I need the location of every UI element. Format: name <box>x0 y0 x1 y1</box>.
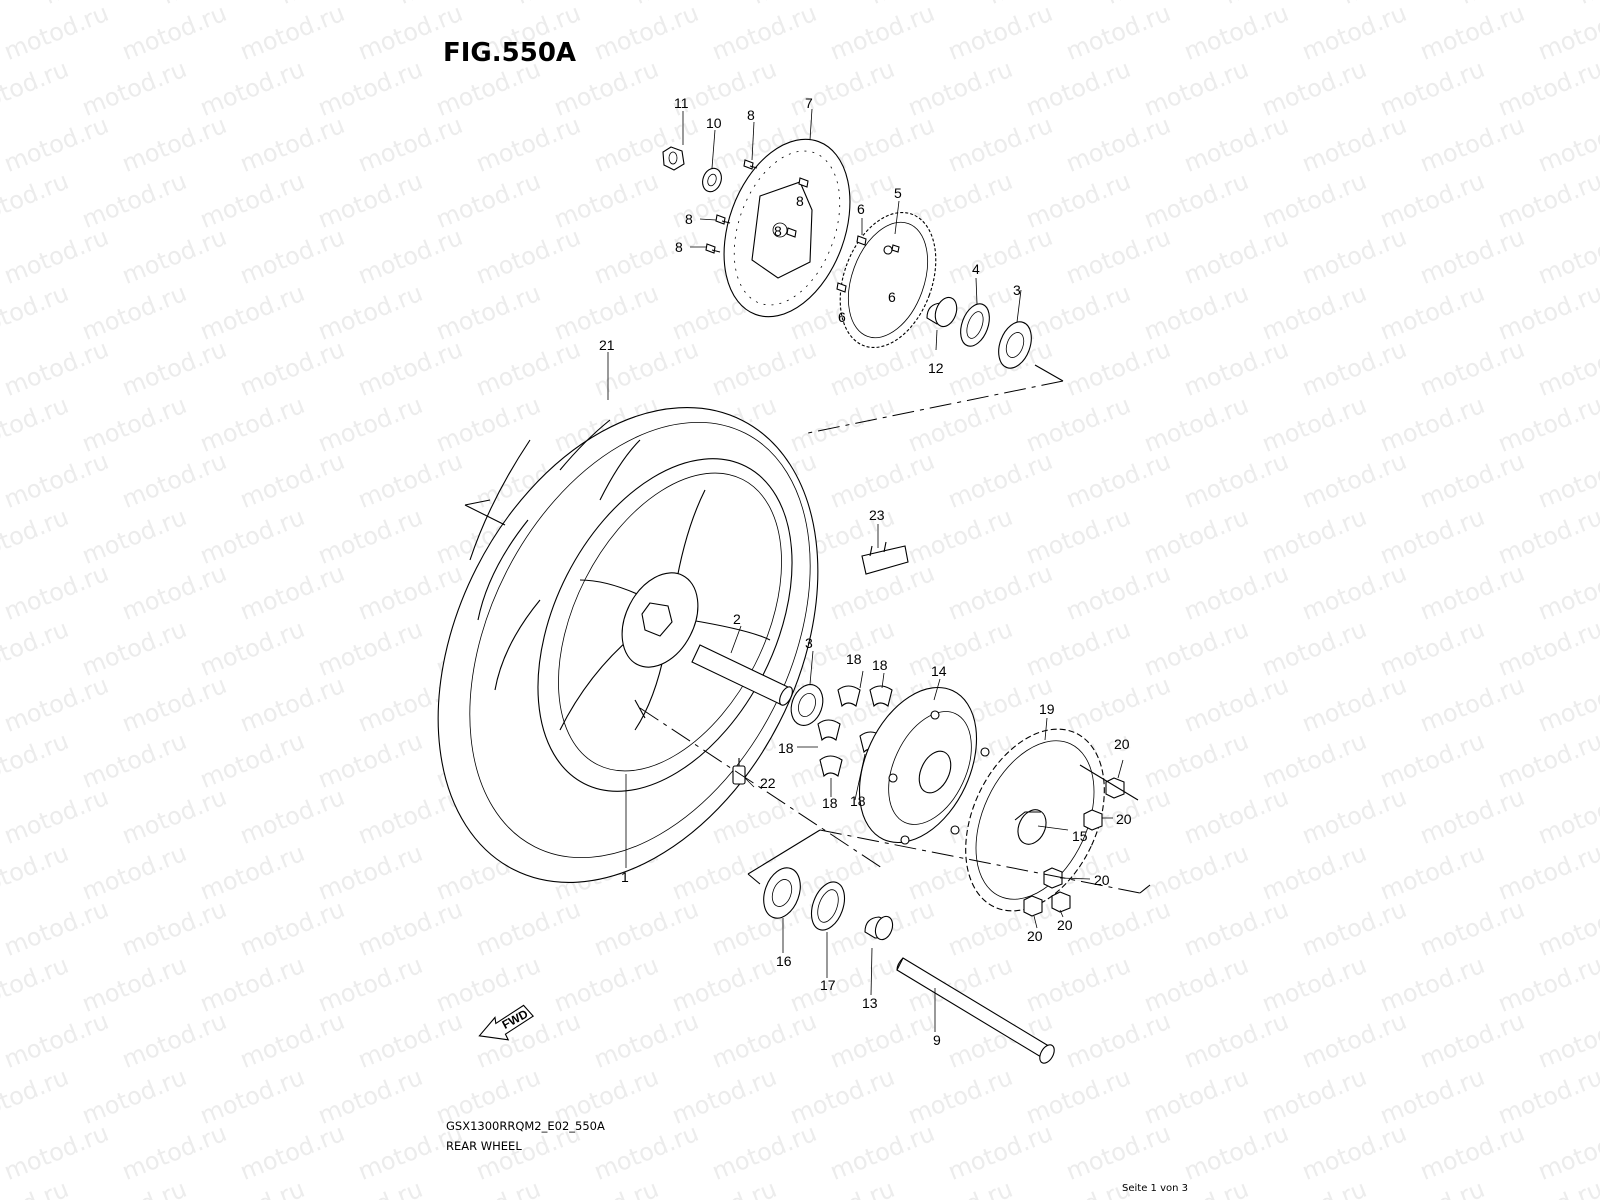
sensor-rotor <box>839 211 937 349</box>
wheel-bearing-lower <box>790 684 824 726</box>
model-code: GSX1300RRQM2_E02_550A <box>446 1119 605 1133</box>
fwd-direction-marker: FWD <box>478 1004 535 1041</box>
callout-18-a: 18 <box>846 651 862 667</box>
callout-8-d: 8 <box>774 223 782 239</box>
callout-6-a: 6 <box>857 201 865 217</box>
callout-19: 19 <box>1039 701 1055 717</box>
callout-13: 13 <box>862 995 878 1011</box>
callout-9: 9 <box>933 1032 941 1048</box>
callout-20-c: 20 <box>1094 872 1110 888</box>
callout-3-lower: 3 <box>805 635 813 651</box>
disc-bolts <box>705 159 809 254</box>
callout-5: 5 <box>894 185 902 201</box>
wheel-bearing-left <box>763 867 801 919</box>
axle-nut <box>662 146 685 171</box>
callout-20-b: 20 <box>1116 811 1132 827</box>
oil-seal-left <box>810 881 846 931</box>
callout-22: 22 <box>760 775 776 791</box>
callout-18-b: 18 <box>872 657 888 673</box>
washer <box>702 167 722 193</box>
callout-8-b: 8 <box>796 193 804 209</box>
brake-disc <box>723 138 851 318</box>
callout-15: 15 <box>1072 828 1088 844</box>
figure-title: FIG.550A <box>443 38 577 68</box>
callout-leaders <box>607 108 1124 1032</box>
callout-10: 10 <box>706 115 722 131</box>
callout-16: 16 <box>776 953 792 969</box>
collar <box>926 296 958 328</box>
callout-2: 2 <box>733 611 741 627</box>
callout-3-upper: 3 <box>1013 282 1021 298</box>
callout-4: 4 <box>972 261 980 277</box>
callout-8-c: 8 <box>685 211 693 227</box>
callout-18-c: 18 <box>778 740 794 756</box>
callout-8-a: 8 <box>747 107 755 123</box>
rear-wheel-rim <box>537 458 793 792</box>
oil-seal-right <box>960 303 990 347</box>
callout-18-e: 18 <box>850 793 866 809</box>
sprocket-carrier <box>858 686 990 845</box>
callout-23: 23 <box>869 507 885 523</box>
callout-6-b: 6 <box>888 289 896 305</box>
callout-20-a: 20 <box>1114 736 1130 752</box>
sensor-rotor-bolts <box>836 235 900 293</box>
callout-18-d: 18 <box>822 795 838 811</box>
callout-7: 7 <box>805 95 813 111</box>
axle-collar <box>864 915 894 941</box>
callout-numbers: 1 2 3 3 4 5 6 6 6 7 8 8 8 8 8 9 10 11 12… <box>599 95 1132 1048</box>
balancer-weight <box>861 541 909 575</box>
callout-20-d: 20 <box>1057 917 1073 933</box>
assembly-guide-lines <box>464 364 1151 894</box>
air-valve <box>732 758 746 785</box>
callout-20-e: 20 <box>1027 928 1043 944</box>
callout-8-e: 8 <box>675 239 683 255</box>
callout-11: 11 <box>674 95 689 111</box>
callout-12: 12 <box>928 360 944 376</box>
wheel-bearing-right <box>998 321 1032 369</box>
callout-21: 21 <box>599 337 615 353</box>
page-counter: Seite 1 von 3 <box>1122 1183 1188 1194</box>
callout-1: 1 <box>621 869 629 885</box>
callout-14: 14 <box>931 663 947 679</box>
rear-axle <box>896 957 1055 1064</box>
axle-spacer <box>691 644 793 706</box>
figure-name: REAR WHEEL <box>446 1139 522 1153</box>
callout-6-c: 6 <box>838 309 846 325</box>
callout-17: 17 <box>820 977 836 993</box>
sprocket-nuts <box>1023 777 1125 917</box>
